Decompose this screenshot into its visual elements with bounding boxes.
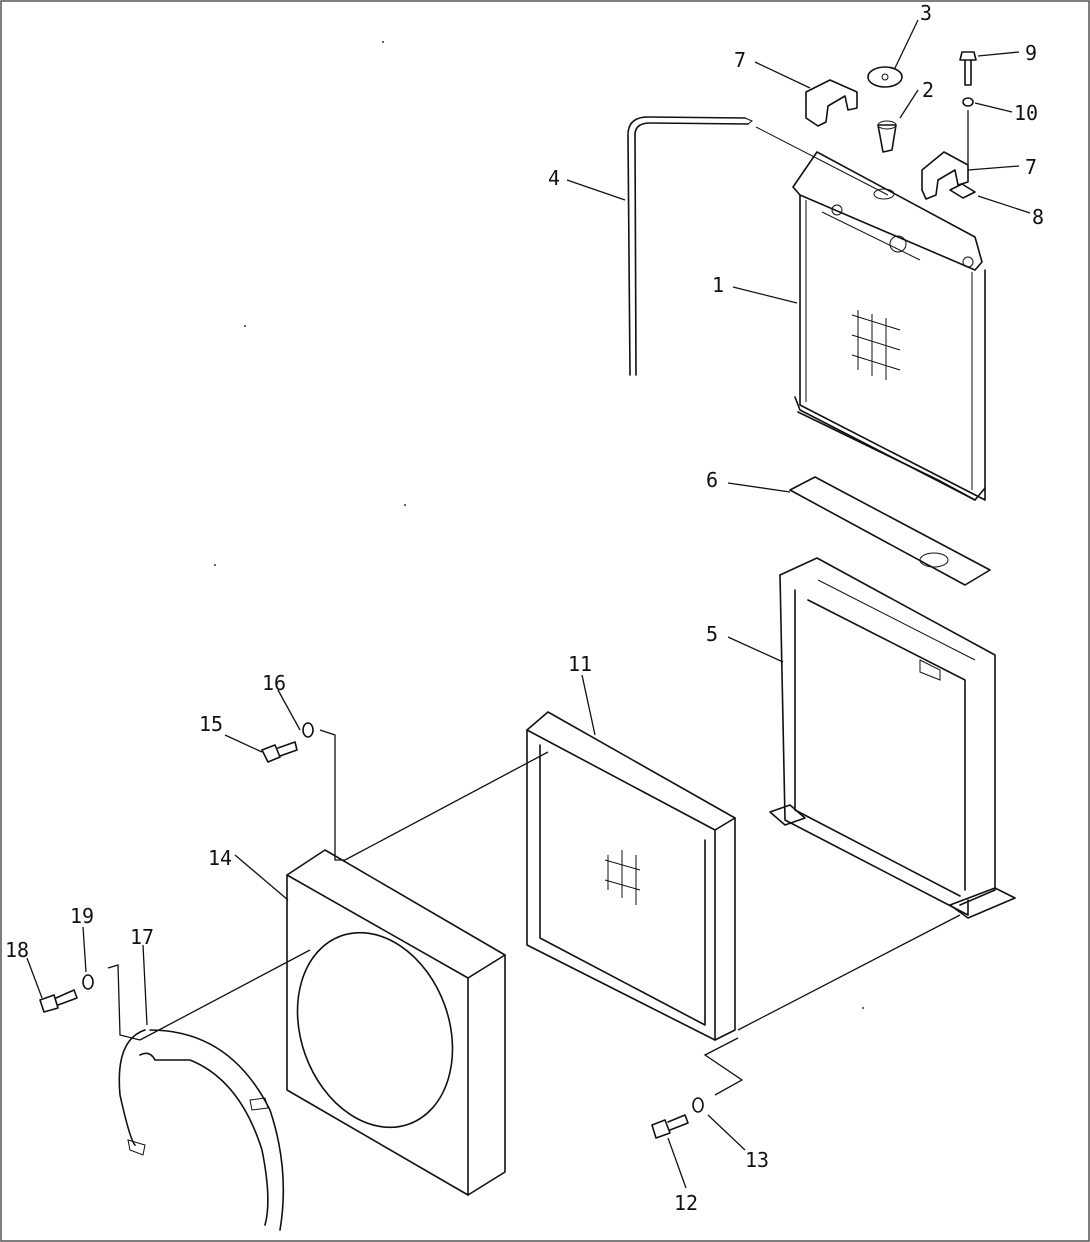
alignment-line-c [737,914,961,1031]
callout-1: 1 [712,273,724,297]
callout-12: 12 [674,1191,698,1215]
callout-5: 5 [706,622,718,646]
callout-7-right: 7 [1025,155,1037,179]
guard-part [118,1029,285,1231]
fan-shroud-part [286,849,506,1196]
plate-part [867,66,903,88]
washer-16-part [302,722,314,738]
washer-13-part [692,1097,704,1113]
bolt-15-line [319,729,345,861]
bolt-15-part [261,741,298,763]
frame-part [769,557,1016,919]
washer-19-part [82,974,94,990]
callout-13: 13 [745,1148,769,1172]
scan-specks [214,41,864,1009]
shroud-frame-part [526,711,736,1041]
callout-11: 11 [568,652,592,676]
leader-lines [26,19,1031,1189]
bolt-18-line [107,964,141,1041]
callout-9: 9 [1025,41,1037,65]
callout-4: 4 [548,166,560,190]
radiator-part [792,151,986,501]
callout-8: 8 [1032,205,1044,229]
alignment-line-b [139,949,311,1041]
bracket-right-part [921,151,969,200]
bolt-9-part [959,51,977,86]
hose-part [627,116,889,376]
callout-15: 15 [199,712,223,736]
callout-2: 2 [922,78,934,102]
alignment-line-a [344,751,549,861]
seal-part [789,476,991,586]
bracket-left-part [805,79,858,127]
callout-14: 14 [208,846,232,870]
washer-10-part [962,97,974,107]
callout-7-left: 7 [734,48,746,72]
bolt-18-part [39,989,78,1013]
callout-16: 16 [262,671,286,695]
bolt-12-part [651,1114,689,1139]
callout-18: 18 [5,938,29,962]
callout-19: 19 [70,904,94,928]
cap-part [877,120,897,153]
clip-8-part [949,183,976,199]
bolt-12-line [703,1037,744,1096]
callout-17: 17 [130,925,154,949]
callout-6: 6 [706,468,718,492]
callout-3: 3 [920,1,932,25]
callout-10: 10 [1014,101,1038,125]
